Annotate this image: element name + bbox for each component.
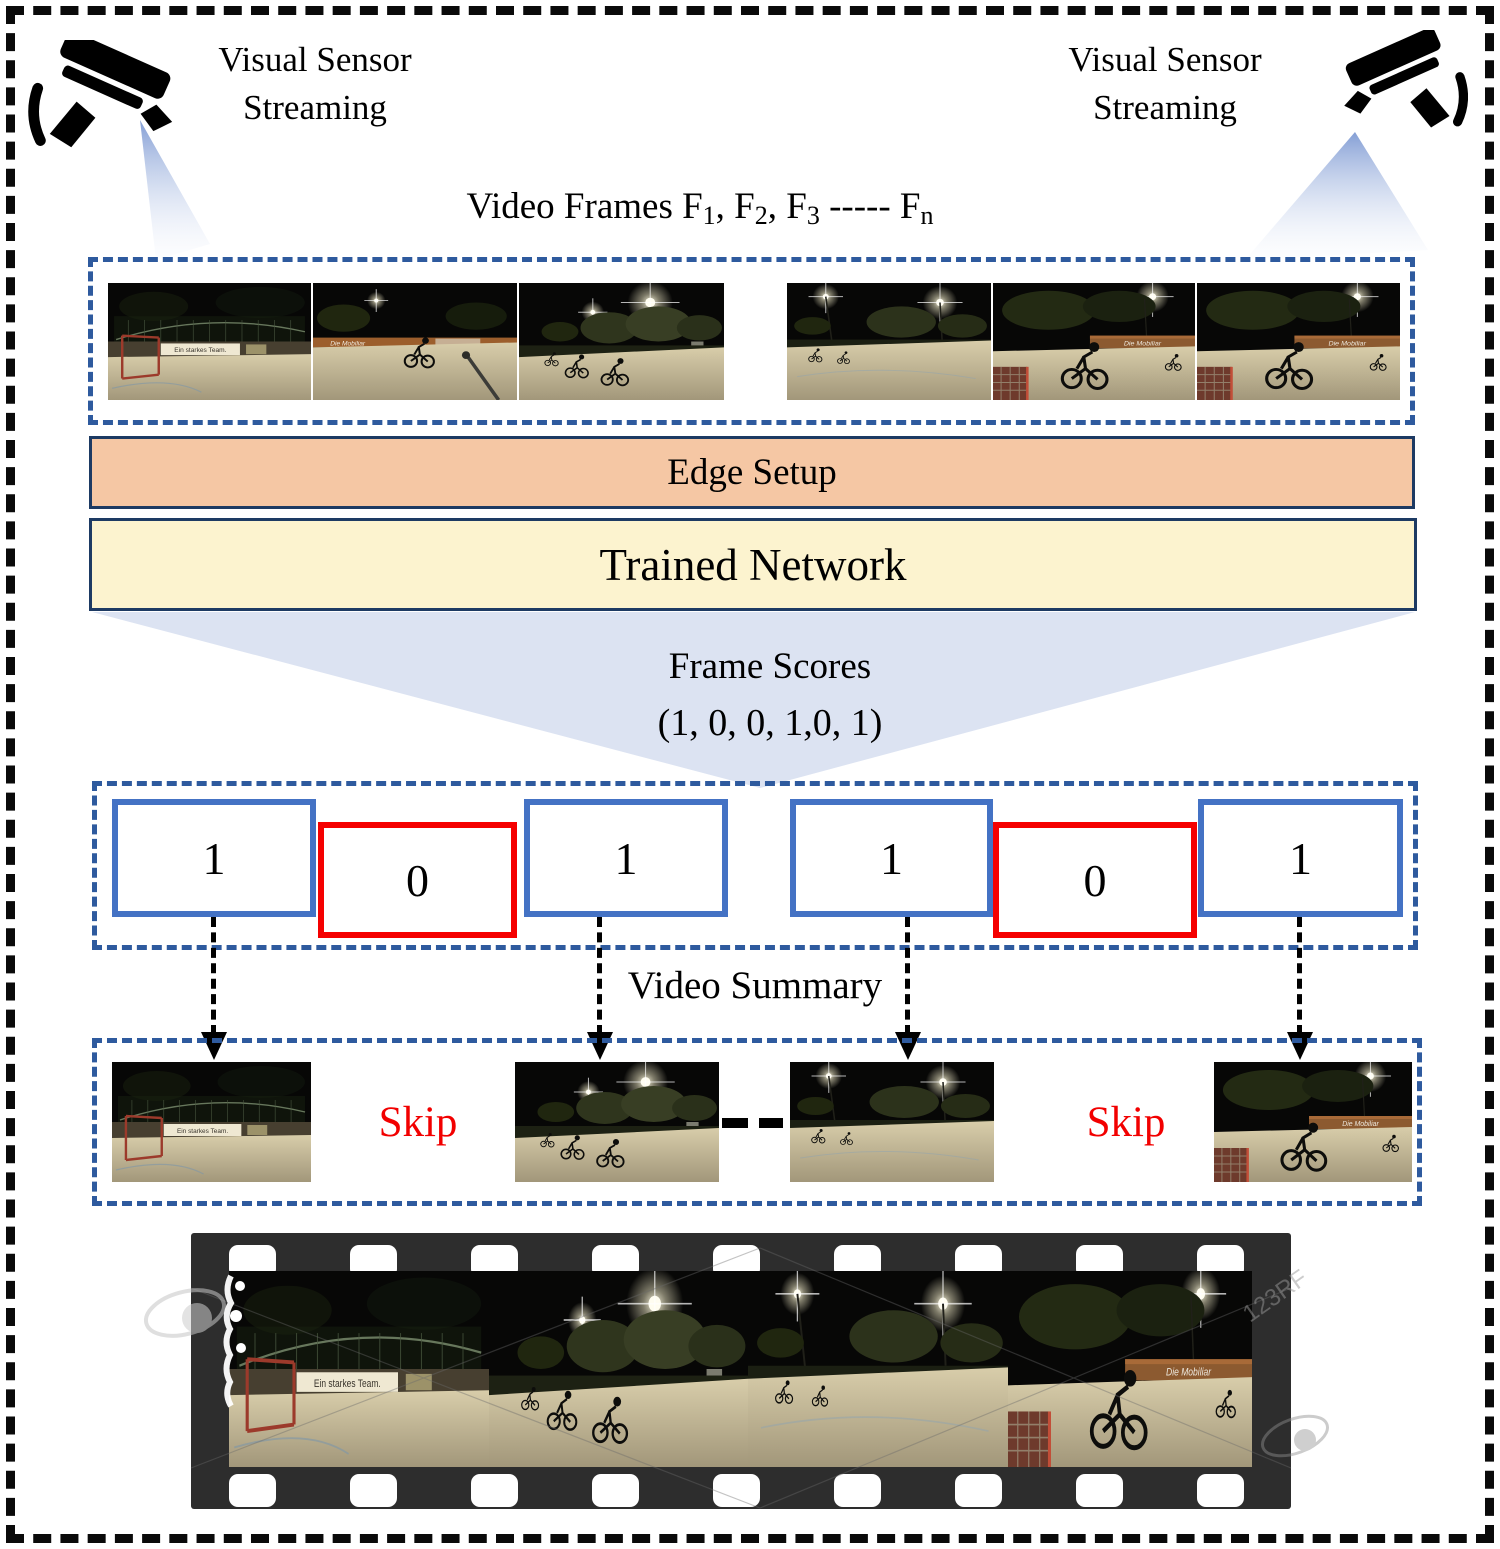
svg-text:Ein starkes Team.: Ein starkes Team. xyxy=(314,1378,381,1390)
video-frames-title-text: Video Frames F xyxy=(466,186,703,227)
trained-network-label: Trained Network xyxy=(599,539,907,590)
summary-arrow-line xyxy=(1297,917,1302,1035)
film-frame: Die Mobiliar xyxy=(1008,1271,1252,1467)
video-frames-container xyxy=(88,257,1415,425)
sprocket-hole xyxy=(955,1474,1002,1507)
svg-text:Die Mobiliar: Die Mobiliar xyxy=(1342,1121,1379,1128)
score-value: 0 xyxy=(406,854,429,906)
film-sprocket-row-bottom xyxy=(191,1474,1291,1507)
score-value: 1 xyxy=(614,832,638,884)
sprocket-hole xyxy=(834,1474,881,1507)
sprocket-hole xyxy=(229,1474,276,1507)
score-value: 0 xyxy=(1083,854,1107,906)
video-frames-title-text: ----- F xyxy=(819,186,921,227)
video-frame-thumbnail: Ein starkes Team. xyxy=(108,283,311,400)
skip-label: Skip xyxy=(1086,1099,1166,1146)
frame-scores-funnel xyxy=(92,612,1415,793)
sprocket-hole xyxy=(713,1474,760,1507)
score-box-keep: 1 xyxy=(112,799,316,917)
video-frame-thumbnail xyxy=(519,283,724,400)
score-box-keep: 1 xyxy=(1198,799,1403,917)
video-frames-title-text: , F xyxy=(715,186,755,227)
visual-sensor-label-right: Visual Sensor Streaming xyxy=(1030,36,1300,132)
score-box-skip: 0 xyxy=(318,822,517,938)
video-summary-label: Video Summary xyxy=(627,964,883,1007)
cctv-camera-left-icon xyxy=(28,31,203,158)
sprocket-hole xyxy=(350,1474,397,1507)
video-frame-thumbnail: Die Mobiliar xyxy=(313,283,517,400)
frame-scores-container xyxy=(92,781,1418,950)
svg-text:Die Mobiliar: Die Mobiliar xyxy=(1328,341,1366,348)
visual-sensor-label-left-line2: Streaming xyxy=(243,88,387,127)
summary-arrow-head xyxy=(201,1032,227,1060)
video-frame-thumbnail: Die Mobiliar xyxy=(993,283,1195,400)
summary-frame-thumbnail: Ein starkes Team. xyxy=(112,1062,311,1182)
summary-arrow-head xyxy=(1287,1032,1313,1060)
cctv-camera-right-icon xyxy=(1318,27,1468,142)
score-value: 1 xyxy=(202,832,226,884)
svg-text:Ein starkes Team.: Ein starkes Team. xyxy=(177,1128,228,1135)
summary-arrow-head xyxy=(587,1032,613,1060)
ellipsis-dash xyxy=(759,1118,783,1128)
trained-network-block: Trained Network xyxy=(89,518,1417,611)
sprocket-hole xyxy=(471,1474,518,1507)
summary-arrow-line xyxy=(597,917,602,1035)
sprocket-hole xyxy=(1197,1474,1244,1507)
video-summary-container xyxy=(92,1038,1422,1206)
frame-subscript-1: 1 xyxy=(702,201,716,230)
film-strip: Ein starkes Team. Die Mobiliar xyxy=(191,1233,1291,1509)
visual-sensor-label-left: Visual Sensor Streaming xyxy=(180,36,450,132)
edge-setup-block: Edge Setup xyxy=(89,436,1415,509)
visual-sensor-label-left-line1: Visual Sensor xyxy=(218,40,412,79)
film-frame xyxy=(748,1271,1008,1467)
score-value: 1 xyxy=(880,832,903,884)
score-box-keep: 1 xyxy=(790,799,993,917)
summary-frame-thumbnail xyxy=(515,1062,719,1182)
svg-text:Ein starkes Team.: Ein starkes Team. xyxy=(174,347,226,354)
camera-beam-right xyxy=(1245,132,1430,267)
score-box-keep: 1 xyxy=(524,799,728,917)
video-frame-thumbnail: Die Mobiliar xyxy=(1197,283,1400,400)
film-frame xyxy=(489,1271,748,1467)
svg-text:Die Mobiliar: Die Mobiliar xyxy=(1166,1366,1212,1378)
svg-text:Die Mobiliar: Die Mobiliar xyxy=(1124,340,1162,347)
sprocket-hole xyxy=(592,1474,639,1507)
visual-sensor-label-right-line2: Streaming xyxy=(1093,88,1237,127)
frame-scores-text: Frame Scores (1, 0, 0, 1,0, 1) xyxy=(545,645,995,745)
summary-arrow-head xyxy=(895,1032,921,1060)
ellipsis-dash xyxy=(722,1118,748,1128)
video-frame-thumbnail xyxy=(787,283,991,400)
score-value: 1 xyxy=(1289,832,1312,884)
sprocket-hole xyxy=(1076,1474,1123,1507)
frame-subscript-n: n xyxy=(920,201,934,230)
film-frame: Ein starkes Team. xyxy=(229,1271,489,1467)
svg-text:Die Mobiliar: Die Mobiliar xyxy=(330,341,366,348)
frame-subscript-2: 2 xyxy=(754,201,768,230)
summary-frame-thumbnail xyxy=(790,1062,994,1182)
visual-sensor-label-right-line1: Visual Sensor xyxy=(1068,40,1262,79)
frame-subscript-3: 3 xyxy=(806,201,820,230)
camera-beam-left xyxy=(118,120,228,267)
video-frames-title-text: , F xyxy=(767,186,807,227)
summary-arrow-line xyxy=(905,917,910,1035)
figure-dashed-border xyxy=(6,6,1494,1543)
summary-frame-thumbnail: Die Mobiliar xyxy=(1214,1062,1412,1182)
edge-setup-label: Edge Setup xyxy=(667,452,837,493)
skip-label: Skip xyxy=(378,1099,458,1146)
score-box-skip: 0 xyxy=(993,822,1197,938)
frame-scores-values: (1, 0, 0, 1,0, 1) xyxy=(657,702,883,744)
frame-scores-title: Frame Scores xyxy=(668,646,872,687)
video-frames-title: Video Frames F1, F2, F3 ----- Fn xyxy=(370,185,1030,231)
summary-arrow-line xyxy=(211,917,216,1035)
